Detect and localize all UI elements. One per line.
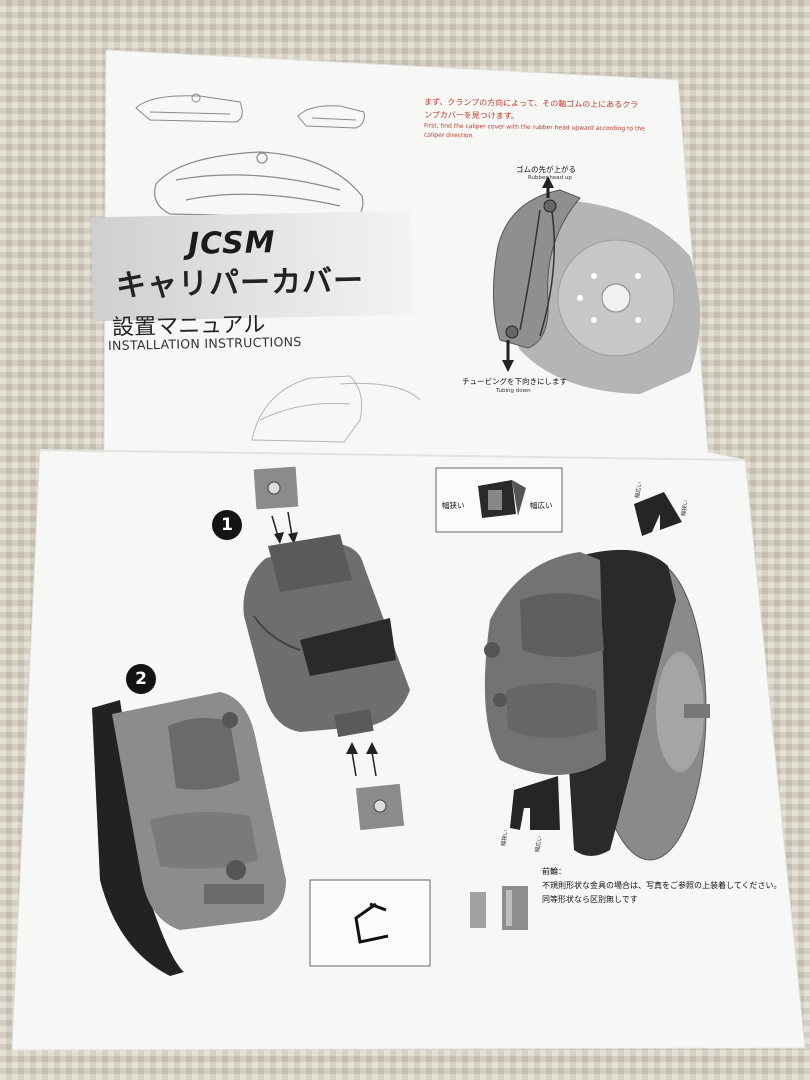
instruction-text-en-2: caliper direction. <box>423 131 475 140</box>
caliper-sketch-small-right <box>297 105 365 129</box>
step-badge-2: 2 <box>126 664 156 694</box>
clip-narrow-label: 幅狭い <box>442 501 465 510</box>
caliper-sketch-large <box>154 151 364 219</box>
label-tubing-down-jp: チュービングを下向きにします <box>462 377 567 386</box>
disc-rotor-diagram <box>493 176 700 394</box>
front-wheel-note-line1: 不規則形状な金具の場合は、写真をご参照の上装着してください。 <box>542 881 782 890</box>
clip-box-top-illustration <box>478 480 526 518</box>
caliper-on-rotor <box>484 549 710 861</box>
label-rubber-up-jp: ゴムの先が上がる <box>516 165 576 174</box>
front-wheel-note-title: 前輪： <box>542 867 566 876</box>
clip-bottom-left <box>510 776 560 830</box>
brand-logo: JCSM <box>187 225 276 262</box>
clip-wide-label: 幅広い <box>530 501 553 510</box>
clip-top-right <box>634 492 682 536</box>
front-wheel-clip-samples <box>470 886 528 930</box>
caliper-step1 <box>243 466 410 831</box>
caliper-sketch-faded <box>251 375 421 443</box>
product-title: キャリパーカバー <box>115 263 365 304</box>
caliper-step2 <box>92 692 286 976</box>
step-badge-1: 1 <box>212 510 242 540</box>
label-tubing-down-en: Tubing down <box>496 388 531 394</box>
label-rubber-up-en: Rubber head up <box>528 175 572 181</box>
instruction-text-jp-2: ンプカバーを見つけます。 <box>423 110 520 121</box>
caliper-sketch-small-left <box>135 93 243 123</box>
fold-line <box>39 449 746 461</box>
clip-box-bottom-illustration <box>354 902 389 944</box>
clip-box-bottom <box>309 879 431 967</box>
front-wheel-note-line2: 同等形状なら区別無しです <box>542 895 638 904</box>
